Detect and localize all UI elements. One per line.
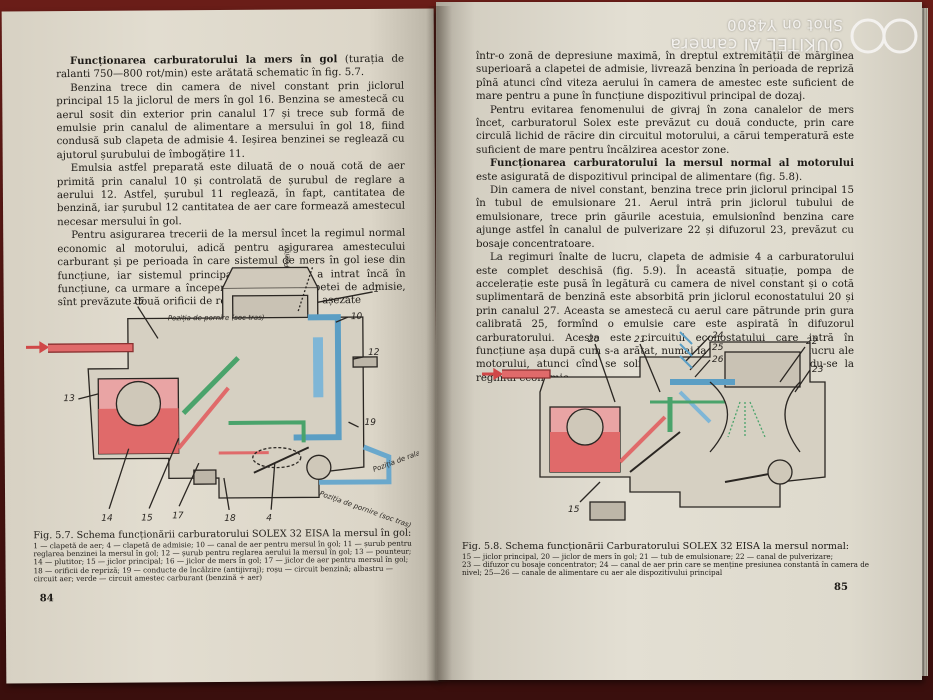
fig57-label: Poziția de pornire (soc tras) bbox=[168, 314, 265, 323]
camera-watermark-logo bbox=[850, 18, 918, 54]
fig57-label: 18 bbox=[224, 514, 236, 524]
fig58-caption-title: Fig. 5.8. Schema funcționării Carburator… bbox=[462, 541, 850, 552]
left-paragraph: Benzina trece din camera de nivel consta… bbox=[56, 80, 405, 161]
page-edges bbox=[918, 8, 928, 676]
right-paragraph: Din camera de nivel constant, benzina tr… bbox=[476, 185, 854, 250]
fig57-caption-line: 18 — orificii de repriză; 19 — conducte … bbox=[33, 563, 393, 584]
fig57-label: 4 bbox=[266, 514, 272, 524]
right-paragraph: Pentru evitarea fenomenului de givraj în… bbox=[476, 104, 854, 156]
fig57-label: 14 bbox=[101, 514, 113, 524]
fig58-label: 26 bbox=[712, 355, 724, 365]
fig58-label: 25 bbox=[712, 343, 724, 353]
figure-5-8-carburetor-diagram: 24 25 26 20 21 22 23 15 bbox=[482, 331, 826, 521]
right-heading-rest: este asigurată de dispozitivul principal… bbox=[476, 171, 803, 183]
left-heading: Funcționarea carburatorului la mers în g… bbox=[69, 53, 338, 68]
left-page-number: 84 bbox=[39, 593, 54, 605]
fig58-label: 22 bbox=[806, 337, 818, 347]
right-page-number: 85 bbox=[834, 582, 848, 593]
fig57-label: 1 bbox=[374, 285, 380, 295]
fig57-label: Poziția de pornire (soc tras) bbox=[318, 490, 412, 530]
book-gutter-shadow bbox=[426, 6, 452, 682]
fig57-caption: Fig. 5.7. Schema funcționării carburator… bbox=[33, 528, 417, 584]
fig57-label: 17 bbox=[172, 511, 184, 521]
left-page: Funcționarea carburatorului la mers în g… bbox=[1, 8, 439, 684]
right-paragraph: într-o zonă de depresiune maximă, în dre… bbox=[476, 51, 854, 103]
left-paragraph: Emulsia astfel preparată este diluată de… bbox=[56, 160, 406, 229]
right-page: într-o zonă de depresiune maximă, în dre… bbox=[436, 2, 922, 680]
fig57-label: Poziția de ralanti bbox=[283, 247, 291, 268]
watermark-line2: Shot on Y4800 bbox=[726, 16, 843, 34]
fig57-label: 13 bbox=[63, 394, 75, 404]
fig58-caption-line: 15 — jiclor principal, 20 — jiclor de me… bbox=[462, 551, 834, 561]
figure-5-7-carburetor-diagram: Poziția de ralanti 1 16 Poziția de porni… bbox=[25, 247, 420, 530]
fig57-label: 15 bbox=[141, 513, 153, 523]
watermark-line1: OUKITEL AI camera bbox=[670, 34, 843, 54]
fig58-label: 23 bbox=[812, 365, 824, 375]
fig58-caption: Fig. 5.8. Schema funcționării Carburator… bbox=[462, 541, 882, 578]
fig57-label: 19 bbox=[365, 418, 377, 428]
right-heading: Funcționarea carburatorului la mersul no… bbox=[490, 157, 854, 170]
fig57-label: 16 bbox=[133, 297, 145, 307]
fig57-label: Poziția de ralanti bbox=[372, 446, 420, 474]
fig58-label: 15 bbox=[568, 505, 580, 515]
fig58-label: 21 bbox=[634, 335, 645, 345]
fig57-label: 10 bbox=[351, 312, 363, 322]
fig58-label: 24 bbox=[712, 331, 724, 341]
fig57-label: 12 bbox=[368, 348, 380, 358]
fig58-caption-line: 23 — difuzor cu bosaje concentrator; 24 … bbox=[462, 559, 870, 578]
camera-watermark: OUKITEL AI camera Shot on Y4800 bbox=[670, 16, 843, 54]
fig58-label: 20 bbox=[588, 335, 600, 345]
